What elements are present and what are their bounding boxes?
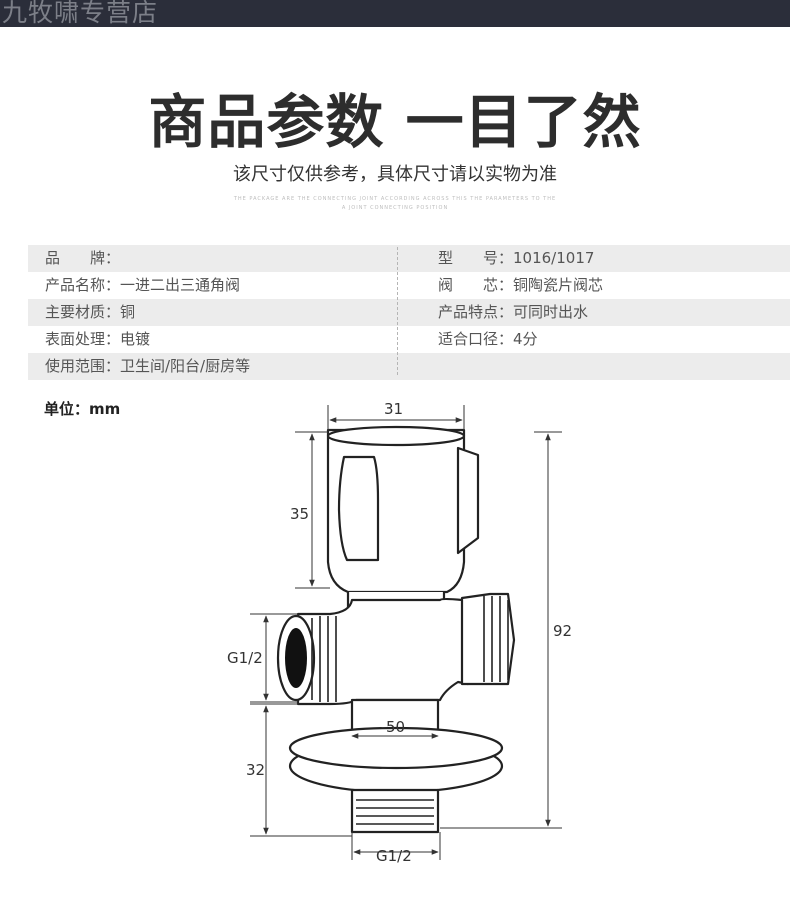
spec-row: 主要材质：铜 产品特点：可同时出水 <box>28 299 790 326</box>
spec-model: 型 号：1016/1017 <box>438 249 595 267</box>
spec-surface: 表面处理：电镀 <box>45 330 151 348</box>
fine-print-line-2: A JOINT CONNECTING POSITION <box>341 205 449 211</box>
spec-row: 使用范围：卫生间/阳台/厨房等 <box>28 353 790 380</box>
dim-lower-height: 32 <box>246 761 265 779</box>
page-title: 商品参数 一目了然 <box>148 88 642 156</box>
spec-row: 品 牌： 型 号：1016/1017 <box>28 245 790 272</box>
valve-dimension-drawing: 31 35 G1/2 50 32 92 G1/2 <box>227 400 572 865</box>
valve-body-outline <box>276 425 516 834</box>
spec-usage: 使用范围：卫生间/阳台/厨房等 <box>45 357 251 375</box>
spec-row: 表面处理：电镀 适合口径：4分 <box>28 326 790 353</box>
spec-table: 品 牌： 型 号：1016/1017 产品名称：一进二出三通角阀 阀 芯：铜陶瓷… <box>28 245 790 380</box>
page-subtitle: 该尺寸仅供参考，具体尺寸请以实物为准 <box>233 164 557 185</box>
dim-base-width: 50 <box>386 718 405 736</box>
dim-total-height: 92 <box>553 622 572 640</box>
dim-handle-height: 35 <box>290 505 309 523</box>
spec-brand: 品 牌： <box>45 249 121 267</box>
spec-caliber: 适合口径：4分 <box>438 330 538 348</box>
spec-feature: 产品特点：可同时出水 <box>438 303 589 321</box>
spec-product-name: 产品名称：一进二出三通角阀 <box>45 276 241 294</box>
fine-print-line-1: THE PACKAGE ARE THE CONNECTING JOINT ACC… <box>233 196 557 202</box>
unit-label: 单位：mm <box>44 400 121 418</box>
dim-side-thread: G1/2 <box>227 649 263 667</box>
pipe-opening <box>285 628 307 688</box>
shop-name: 九牧啸专营店 <box>2 0 159 27</box>
spec-valve-core: 阀 芯：铜陶瓷片阀芯 <box>438 276 604 294</box>
dim-top-width: 31 <box>384 400 403 418</box>
table-divider <box>397 247 398 375</box>
dim-bottom-thread: G1/2 <box>376 847 412 865</box>
thread-lines <box>311 596 509 825</box>
top-bar: 九牧啸专营店 <box>0 0 790 27</box>
spec-row: 产品名称：一进二出三通角阀 阀 芯：铜陶瓷片阀芯 <box>28 272 790 299</box>
spec-material: 主要材质：铜 <box>45 303 136 321</box>
